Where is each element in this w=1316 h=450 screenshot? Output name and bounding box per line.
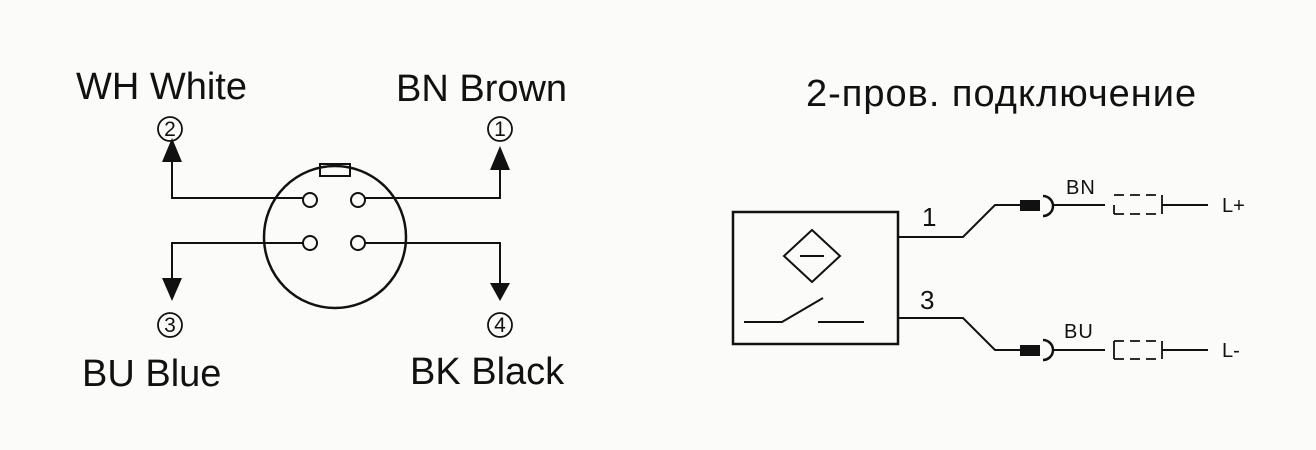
plug-terminal-1 bbox=[1020, 200, 1040, 211]
sensor-housing bbox=[731, 210, 900, 346]
socket-terminal-3-icon bbox=[1042, 338, 1055, 362]
wire-code-bn: BN bbox=[1066, 177, 1096, 199]
arrow-up-pin-1 bbox=[490, 146, 510, 170]
pin-number-1-text: 1 bbox=[494, 118, 506, 141]
plug-terminal-3 bbox=[1020, 345, 1040, 356]
proximity-symbol-icon bbox=[782, 228, 842, 284]
arrow-up-pin-2 bbox=[162, 138, 182, 162]
pin-number-3: 3 bbox=[157, 312, 183, 338]
pin-number-1: 1 bbox=[487, 116, 513, 142]
pin-socket-4 bbox=[350, 235, 366, 251]
connector-body bbox=[262, 164, 408, 310]
wire-bu-dashed-load bbox=[1113, 340, 1208, 360]
pin-socket-3 bbox=[302, 235, 318, 251]
pin-label-brown: BN Brown bbox=[396, 68, 567, 110]
pin-number-2: 2 bbox=[157, 116, 183, 142]
supply-label-negative: L- bbox=[1222, 340, 1240, 362]
lead-pin-4 bbox=[365, 242, 501, 284]
pin-label-white: WH White bbox=[76, 66, 247, 108]
wire-terminal-1 bbox=[898, 204, 1022, 238]
terminal-1-label: 1 bbox=[922, 202, 936, 232]
lead-pin-1 bbox=[365, 170, 501, 199]
lead-pin-2 bbox=[171, 160, 303, 199]
sensor-schematic: 1 BN L+ 3 BU L- bbox=[731, 177, 1245, 362]
supply-label-positive: L+ bbox=[1222, 195, 1245, 217]
pin-label-blue: BU Blue bbox=[82, 353, 221, 395]
pin-number-2-text: 2 bbox=[164, 118, 176, 141]
pin-label-black: BK Black bbox=[410, 351, 565, 393]
pin-socket-2 bbox=[302, 192, 318, 208]
wiring-title: 2-пров. подключение bbox=[806, 73, 1197, 115]
socket-terminal-1-icon bbox=[1042, 194, 1055, 218]
lead-pin-3 bbox=[171, 242, 303, 280]
connector-pinout: 2 1 3 4 WH White BN Brown BU Blue BK Bla… bbox=[76, 66, 567, 395]
wire-terminal-3 bbox=[898, 317, 1022, 351]
pin-number-4-text: 4 bbox=[494, 314, 506, 337]
wire-bn-dashed-load bbox=[1113, 194, 1208, 215]
connector-key bbox=[319, 163, 351, 177]
pin-number-3-text: 3 bbox=[164, 314, 176, 337]
switch-symbol-icon bbox=[744, 297, 824, 323]
arrow-down-pin-4 bbox=[490, 283, 510, 301]
terminal-3-label: 3 bbox=[920, 285, 934, 315]
pin-socket-1 bbox=[350, 192, 366, 208]
pin-number-4: 4 bbox=[487, 312, 513, 338]
wire-code-bu: BU bbox=[1064, 321, 1094, 343]
arrow-down-pin-3 bbox=[162, 278, 182, 301]
